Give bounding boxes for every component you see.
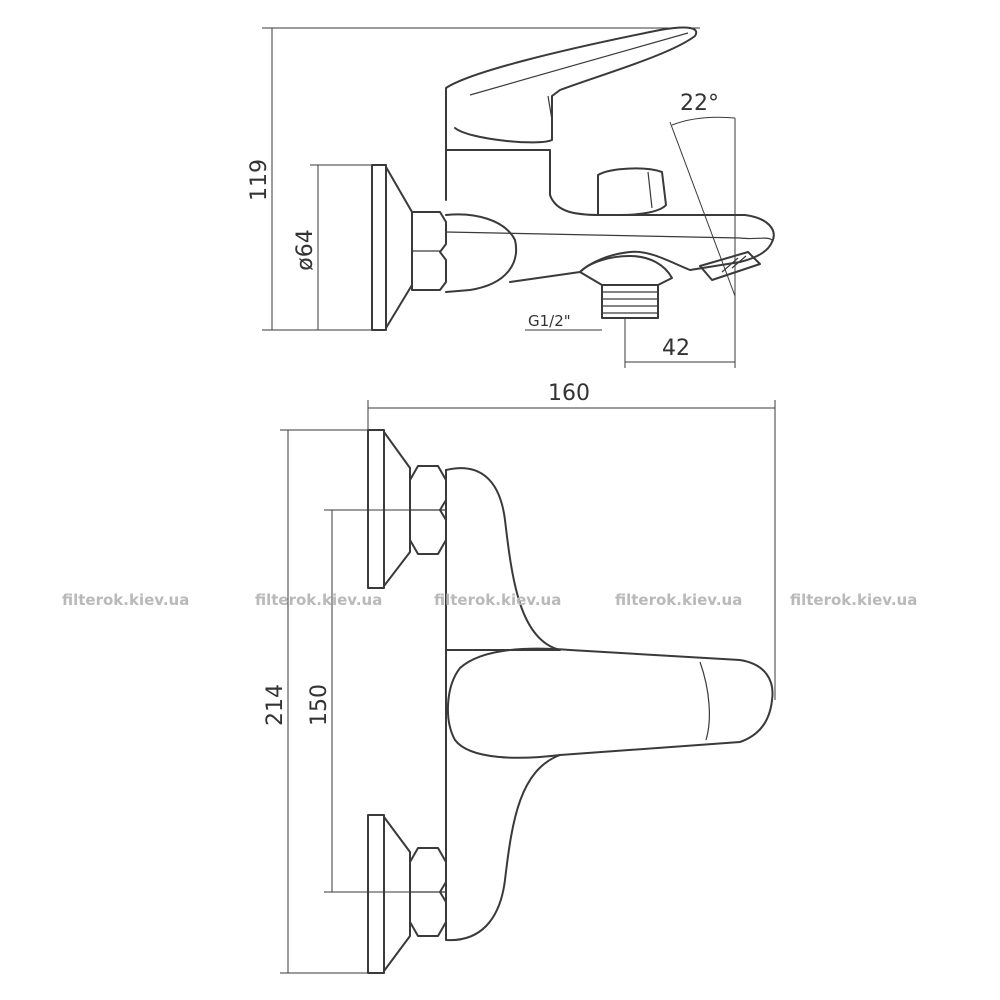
watermarks: filterok.kiev.ua filterok.kiev.ua filter… [62, 591, 917, 609]
side-lever-handle [445, 26, 698, 151]
front-view: 160 214 150 [263, 381, 776, 974]
side-diverter-knob [597, 167, 667, 216]
lower-wall-flange [367, 814, 385, 974]
watermark: filterok.kiev.ua [790, 591, 917, 609]
dim-angle-label: 22° [680, 91, 719, 116]
front-lever-handle [446, 647, 774, 759]
watermark: filterok.kiev.ua [434, 591, 561, 609]
dim-214-label: 214 [263, 684, 288, 726]
watermark: filterok.kiev.ua [62, 591, 189, 609]
dim-diameter-label: ø64 [293, 229, 318, 270]
side-spout [445, 149, 775, 283]
lower-hex-nut [409, 847, 447, 937]
dim-160-label: 160 [548, 381, 590, 406]
watermark: filterok.kiev.ua [615, 591, 742, 609]
upper-hex-nut [409, 465, 447, 555]
side-flange-cone [385, 166, 413, 329]
front-body-main [445, 469, 561, 942]
upper-wall-flange [367, 429, 385, 589]
dim-thread-label: G1/2" [528, 312, 571, 330]
side-wall-flange [371, 164, 387, 331]
front-body [445, 467, 561, 651]
dim-42-label: 42 [662, 336, 690, 361]
side-view: 119 ø64 22° G1/2" 42 [247, 26, 775, 368]
side-aerator [699, 251, 761, 281]
side-body [445, 213, 517, 293]
dim-150-label: 150 [307, 684, 332, 726]
watermark: filterok.kiev.ua [255, 591, 382, 609]
side-hex-nut [411, 211, 447, 291]
dim-119-label: 119 [247, 159, 272, 201]
